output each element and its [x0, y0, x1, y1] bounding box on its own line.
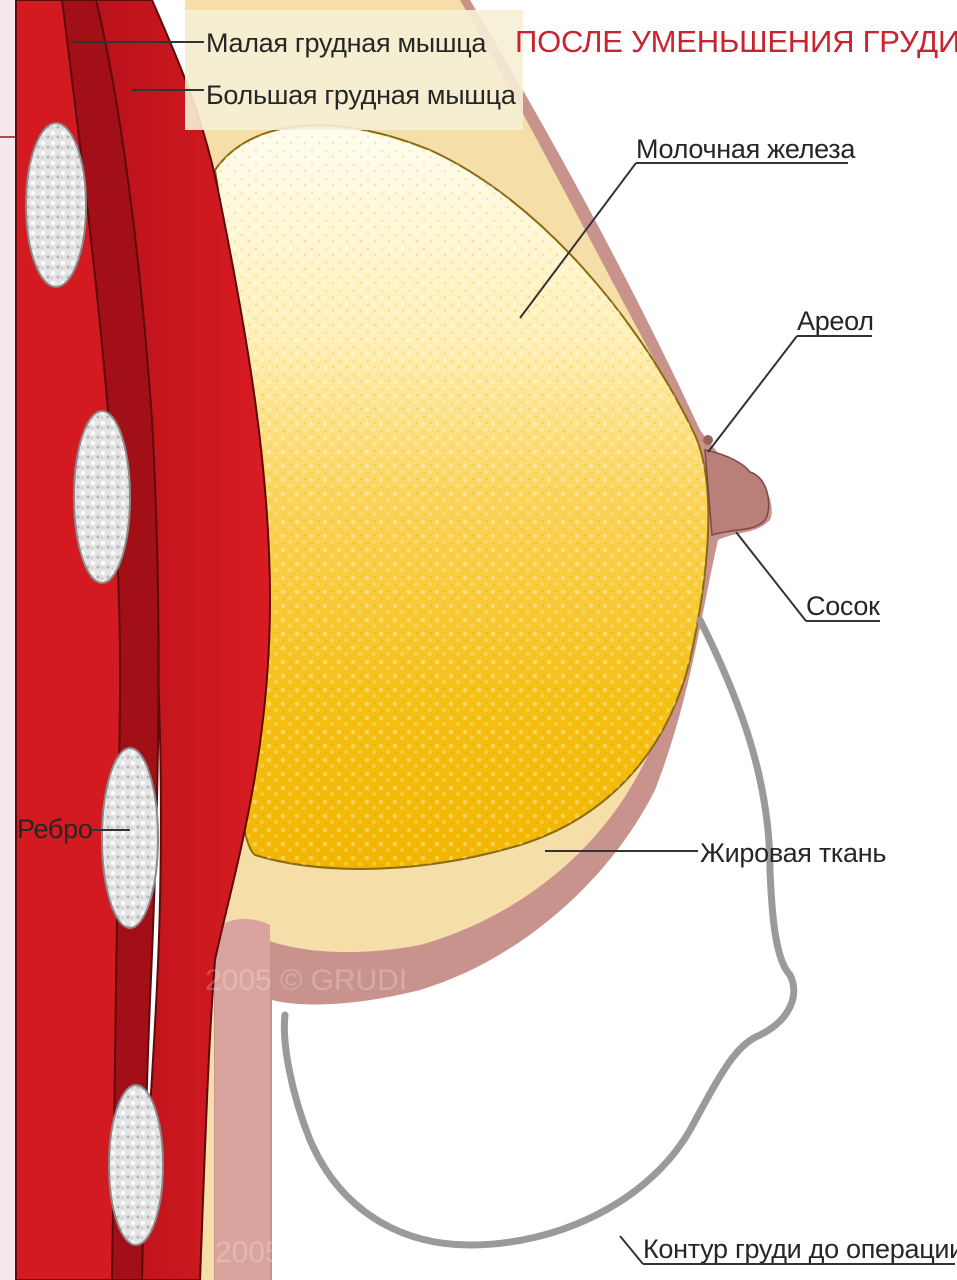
label-contour-before: Контур груди до операции [643, 1234, 957, 1264]
label-nipple: Сосок [806, 591, 880, 621]
areola-mark [703, 435, 713, 445]
diagram-title: ПОСЛЕ УМЕНЬШЕНИЯ ГРУДИ [515, 24, 957, 59]
watermark-main: 2005 © GRUDI [205, 964, 407, 997]
watermark-bottom: 2005 [215, 1236, 282, 1269]
label-pectoralis-major: Большая грудная мышца [206, 80, 517, 110]
label-fat-tissue: Жировая ткань [700, 838, 886, 868]
label-rib: Ребро [17, 814, 93, 844]
label-pectoralis-minor: Малая грудная мышца [206, 28, 487, 58]
label-mammary-gland: Молочная железа [636, 134, 856, 164]
label-areola: Ареол [797, 306, 874, 336]
